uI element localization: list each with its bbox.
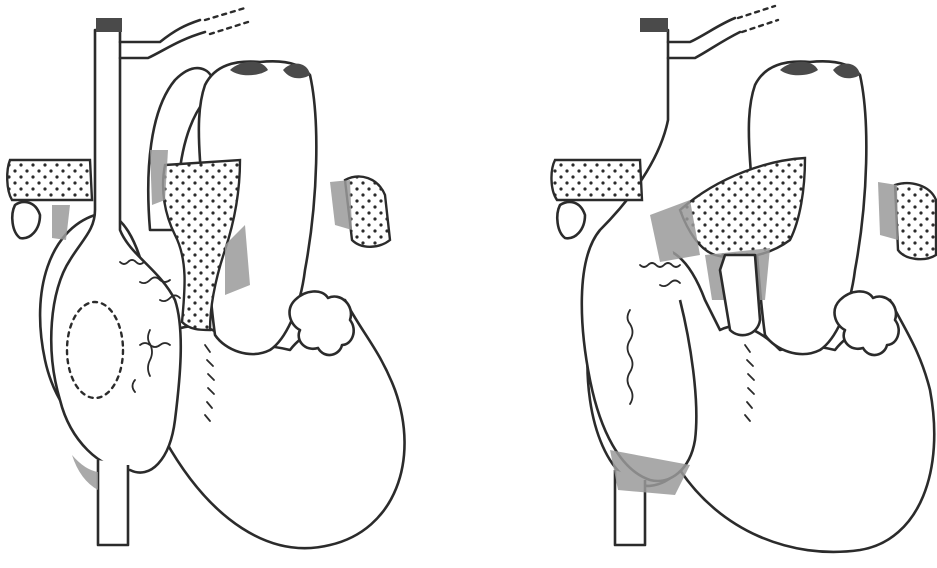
right-dotted-patch [680,158,805,258]
right-heart-panel [551,6,936,552]
right-innominate [668,18,740,58]
left-svc-cap [96,18,122,32]
left-vessel-dashes [205,8,248,34]
left-pa-branch-right [345,176,390,246]
left-pa-branch-left [7,160,92,200]
right-vessel-dashes [738,6,778,32]
right-conduit-tube [720,255,760,335]
left-innominate [120,20,205,58]
left-pa-branch-lower [12,202,40,238]
right-branch-right-shade [878,182,898,240]
right-svc-cap [640,18,668,32]
left-heart-panel [7,8,404,548]
left-ivc [98,460,128,545]
left-ivc-shade [72,455,98,490]
right-pa-branch-right [895,183,936,259]
left-branch-right-shade [330,180,352,230]
right-pa-branch-lower [557,202,585,238]
right-pa-branch-left [551,160,642,200]
